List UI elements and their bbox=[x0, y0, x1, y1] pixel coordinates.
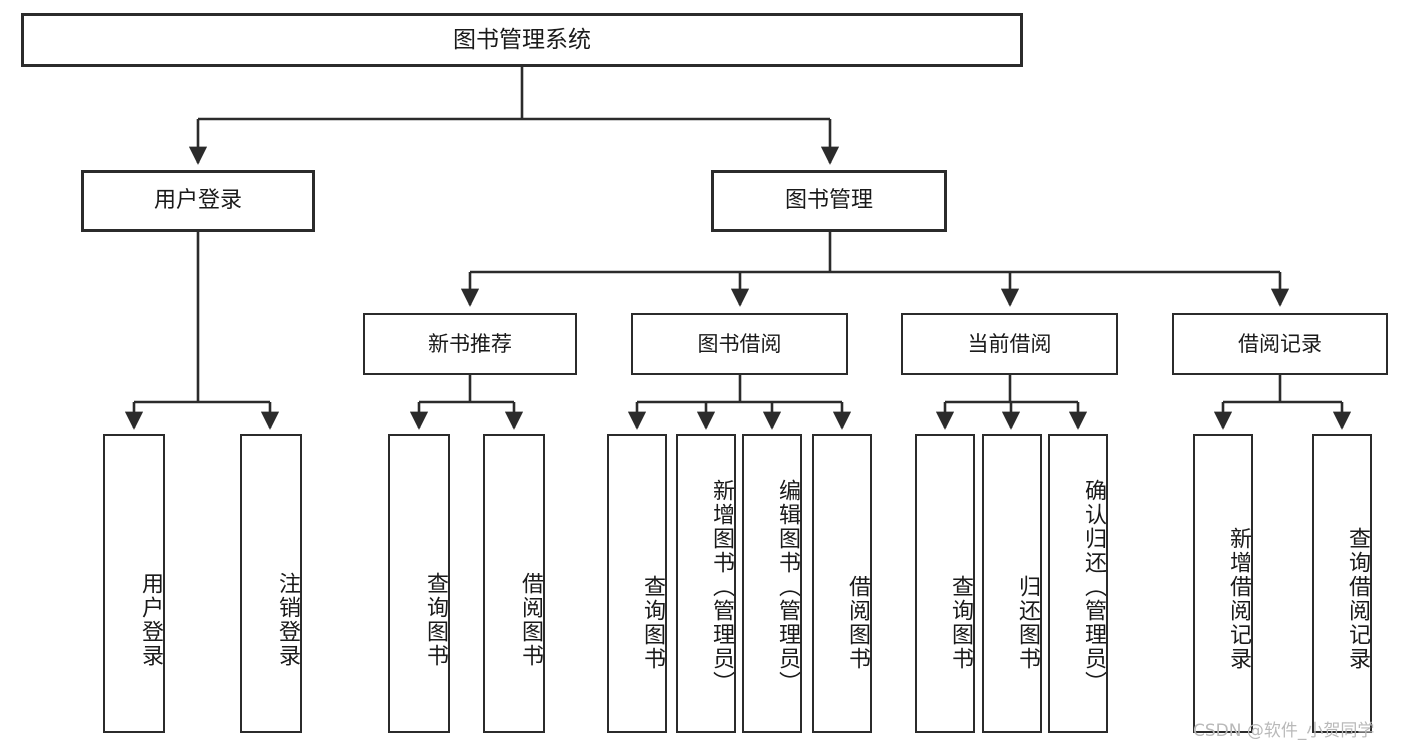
node-current-borrow[interactable]: 当前借阅 bbox=[901, 313, 1118, 375]
leaf-current-borrow-confirm[interactable]: 确认归还（管理员） bbox=[1048, 434, 1108, 733]
node-book-borrow-label: 图书借阅 bbox=[697, 331, 782, 356]
leaf-new-book-query-label: 查询图书 bbox=[423, 571, 448, 668]
leaf-book-borrow-edit-label: 编辑图书（管理员） bbox=[775, 478, 800, 695]
leaf-user-login-logout-label: 注销登录 bbox=[275, 571, 300, 668]
watermark: CSDN @软件_小贺同学 bbox=[1193, 721, 1375, 741]
leaf-current-borrow-query-label: 查询图书 bbox=[948, 574, 973, 671]
leaf-current-borrow-return-label: 归还图书 bbox=[1015, 574, 1040, 671]
node-book-manage[interactable]: 图书管理 bbox=[711, 170, 947, 232]
leaf-user-login-login-label: 用户登录 bbox=[138, 571, 163, 668]
node-new-book-recommend[interactable]: 新书推荐 bbox=[363, 313, 577, 375]
node-book-manage-label: 图书管理 bbox=[784, 188, 873, 214]
leaf-book-borrow-lend[interactable]: 借阅图书 bbox=[812, 434, 872, 733]
leaf-new-book-borrow-label: 借阅图书 bbox=[518, 571, 543, 668]
leaf-record-add-label: 新增借阅记录 bbox=[1226, 526, 1251, 671]
leaf-book-borrow-query-label: 查询图书 bbox=[640, 574, 665, 671]
leaf-new-book-query[interactable]: 查询图书 bbox=[388, 434, 450, 733]
leaf-record-query-label: 查询借阅记录 bbox=[1345, 526, 1370, 671]
leaf-book-borrow-add-label: 新增图书（管理员） bbox=[709, 478, 734, 695]
node-current-borrow-label: 当前借阅 bbox=[967, 331, 1052, 356]
leaf-current-borrow-confirm-label: 确认归还（管理员） bbox=[1081, 478, 1106, 695]
leaf-book-borrow-lend-label: 借阅图书 bbox=[845, 574, 870, 671]
node-borrow-record[interactable]: 借阅记录 bbox=[1172, 313, 1388, 375]
leaf-current-borrow-query[interactable]: 查询图书 bbox=[915, 434, 975, 733]
leaf-current-borrow-return[interactable]: 归还图书 bbox=[982, 434, 1042, 733]
node-borrow-record-label: 借阅记录 bbox=[1238, 331, 1322, 356]
node-user-login[interactable]: 用户登录 bbox=[81, 170, 315, 232]
leaf-book-borrow-query[interactable]: 查询图书 bbox=[607, 434, 667, 733]
leaf-record-add[interactable]: 新增借阅记录 bbox=[1193, 434, 1253, 733]
leaf-user-login-login[interactable]: 用户登录 bbox=[103, 434, 165, 733]
leaf-book-borrow-edit[interactable]: 编辑图书（管理员） bbox=[742, 434, 802, 733]
node-root-label: 图书管理系统 bbox=[453, 26, 591, 53]
leaf-record-query[interactable]: 查询借阅记录 bbox=[1312, 434, 1372, 733]
node-root[interactable]: 图书管理系统 bbox=[21, 13, 1023, 67]
leaf-user-login-logout[interactable]: 注销登录 bbox=[240, 434, 302, 733]
node-book-borrow[interactable]: 图书借阅 bbox=[631, 313, 848, 375]
leaf-book-borrow-add[interactable]: 新增图书（管理员） bbox=[676, 434, 736, 733]
node-new-book-recommend-label: 新书推荐 bbox=[428, 331, 512, 356]
leaf-new-book-borrow[interactable]: 借阅图书 bbox=[483, 434, 545, 733]
node-user-login-label: 用户登录 bbox=[153, 188, 242, 214]
